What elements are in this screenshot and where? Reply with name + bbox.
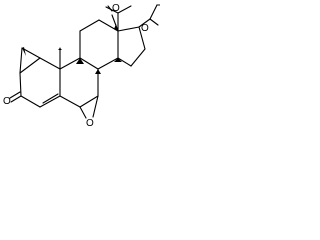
bond	[107, 5, 113, 12]
bond	[138, 18, 151, 28]
bond	[138, 26, 146, 50]
bond	[92, 95, 99, 118]
atom-label-o-ketone: O	[3, 96, 11, 107]
bond	[39, 95, 61, 108]
bond	[10, 95, 22, 103]
bond	[21, 47, 41, 59]
bond	[9, 91, 21, 99]
structure-svg: O O O O	[3, 3, 160, 129]
wedge-bond	[58, 48, 62, 50]
bond	[79, 106, 87, 119]
wedge-bond	[114, 24, 118, 31]
wedge-bond	[114, 58, 122, 62]
bond	[105, 6, 119, 14]
bond	[79, 57, 99, 70]
bond	[19, 47, 23, 74]
bond	[130, 48, 146, 67]
bond	[117, 57, 132, 67]
atom-label-layer: O O O O	[3, 3, 149, 129]
bond	[59, 95, 81, 108]
stereo-markers	[22, 24, 122, 74]
bond	[19, 72, 22, 97]
wedge-bond	[22, 47, 26, 56]
bond	[20, 95, 41, 108]
bond	[117, 26, 140, 32]
bond	[117, 5, 132, 14]
bond	[59, 57, 81, 70]
atom-label-o-epoxide: O	[86, 118, 94, 129]
atom-label-o-carbonyl: O	[112, 3, 120, 14]
bond	[79, 95, 99, 108]
atom-label-o-ester: O	[141, 23, 149, 34]
wedge-bond	[76, 58, 84, 64]
bond	[149, 4, 158, 20]
bond	[42, 93, 59, 104]
bond	[79, 19, 100, 32]
bond-layer	[9, 4, 160, 119]
chemical-structure-diagram: O O O O	[0, 0, 160, 131]
bond	[39, 57, 61, 70]
bond	[97, 57, 119, 70]
wedge-bond	[95, 69, 101, 74]
bond	[149, 18, 159, 26]
bond	[19, 57, 41, 74]
